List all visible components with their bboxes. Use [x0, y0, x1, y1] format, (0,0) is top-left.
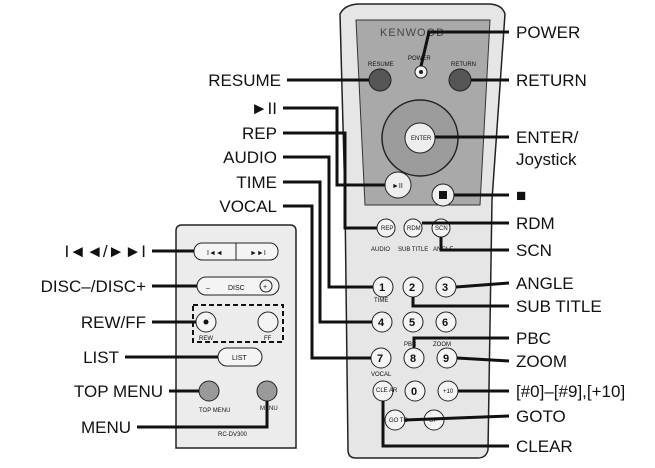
disc-plus-glyph: +: [263, 284, 267, 291]
number-key-label: 5: [409, 317, 415, 329]
number-key-label: 8: [410, 353, 416, 365]
goto-small-label: GO TO: [389, 418, 408, 424]
skip-back-icon: I◄◄: [207, 250, 223, 257]
number-key-label: 1: [379, 282, 385, 294]
up-small-label: UP: [429, 418, 437, 424]
disc-minus-icon: –: [206, 285, 210, 292]
number-key[interactable]: [404, 380, 426, 402]
resume-label: RESUME: [208, 71, 281, 90]
number-keypad: 1 2 3 4 5 6 7 8 9 0: [370, 276, 458, 402]
return-label: RETURN: [516, 71, 587, 90]
zoom-label: ZOOM: [516, 352, 567, 371]
audio-label: AUDIO: [223, 148, 277, 167]
rep-label: REP: [242, 124, 277, 143]
callout-labels: POWER RETURN RESUME ►II REP AUDIO TIME V…: [41, 23, 626, 456]
disc-label: DISC–/DISC+: [41, 277, 146, 296]
number-key-label: 0: [411, 386, 417, 398]
power-leader: [419, 30, 509, 67]
power-icon: [419, 70, 423, 74]
menu-button[interactable]: [256, 380, 278, 402]
play-pause-label: ►II: [251, 99, 277, 118]
menu-label: MENU: [81, 418, 131, 437]
number-key[interactable]: [402, 311, 424, 333]
list-small-label: LIST: [232, 355, 248, 362]
mini-remote: I◄◄ ►►I – DISC + REW FF LIST TOP MENU ME…: [175, 224, 297, 449]
menu-leader: [137, 401, 269, 429]
leader-lines: [125, 30, 510, 448]
power-small-label: POWER: [408, 56, 431, 62]
number-key-label: 7: [377, 353, 383, 365]
play-pause-icon: ►II: [392, 183, 403, 190]
rep-leader: [283, 131, 377, 230]
number-key-label: 2: [409, 282, 415, 294]
vocal-small-label: VOCAL: [371, 372, 392, 378]
clear-leader: [381, 401, 509, 448]
subtitle-leader: [411, 297, 509, 308]
power-label: POWER: [516, 23, 580, 42]
joystick-label: Joystick: [516, 150, 577, 169]
pbc-small-label: PBC: [404, 342, 417, 348]
top-menu-label: TOP MENU: [74, 382, 163, 401]
ff-button[interactable]: [257, 311, 279, 333]
scn-leader: [439, 237, 509, 252]
enter-small-label: ENTER: [411, 136, 432, 142]
skip-label: I◄◄/►►I: [65, 242, 146, 261]
scn-label: SCN: [516, 241, 552, 260]
clear-label: CLEAR: [516, 437, 573, 456]
vocal-leader: [283, 204, 371, 360]
rew-dot-icon: [203, 319, 209, 325]
goto-label: GOTO: [516, 407, 566, 426]
enter-label: ENTER/: [516, 128, 579, 147]
vocal-label: VOCAL: [219, 197, 277, 216]
ff-small-label: FF: [264, 336, 272, 342]
time-label: TIME: [236, 173, 277, 192]
zoom-leader: [456, 356, 510, 363]
rdm-label: RDM: [516, 214, 555, 233]
rep-small-label: REP: [381, 226, 393, 232]
angle-leader: [455, 281, 510, 289]
list-label: LIST: [83, 348, 119, 367]
return-button[interactable]: [448, 68, 472, 92]
audio-leader: [283, 155, 373, 289]
audio-small-label: AUDIO: [371, 247, 390, 253]
resume-button[interactable]: [368, 68, 392, 92]
menu-small-label: MENU: [260, 406, 278, 412]
plus10-small-label: +10: [443, 389, 454, 395]
top-menu-small-label: TOP MENU: [199, 408, 230, 414]
subtitle-small-label: SUB TITLE: [398, 247, 428, 253]
scn-small-label: SCN: [435, 226, 448, 232]
play-pause-leader: [283, 106, 385, 187]
pbc-label: PBC: [516, 329, 551, 348]
model-label: RC-DV300: [218, 432, 248, 438]
number-key-label: 4: [378, 317, 385, 329]
resume-small-label: RESUME: [368, 62, 394, 68]
top-menu-button[interactable]: [198, 380, 220, 402]
rew-ff-label: REW/FF: [81, 313, 146, 332]
numbers-label: [#0]–[#9],[+10]: [516, 382, 625, 401]
clear-small-label: CLE AR: [376, 388, 398, 394]
time-small-label: TIME: [374, 298, 388, 304]
main-remote: KENWOOD POWER RESUME RETURN ENTER ►II RE…: [339, 3, 506, 459]
rdm-button[interactable]: [403, 218, 423, 238]
time-leader: [283, 180, 372, 324]
number-key[interactable]: [435, 311, 457, 333]
number-key-label: 6: [442, 317, 448, 329]
zoom-small-label: ZOOM: [433, 342, 451, 348]
number-key-label: 9: [443, 353, 449, 365]
goto-leader: [404, 414, 510, 422]
skip-forward-icon: ►►I: [250, 250, 266, 257]
rew-small-label: REW: [199, 336, 213, 342]
pbc-leader: [412, 336, 509, 348]
disc-plus-icon: [259, 279, 273, 293]
angle-label: ANGLE: [516, 274, 574, 293]
stop-icon: [439, 191, 447, 199]
subtitle-label: SUB TITLE: [516, 297, 602, 316]
rdm-small-label: RDM: [407, 226, 421, 232]
disc-small-label: DISC: [228, 285, 245, 292]
stop-label: ■: [516, 186, 526, 205]
number-key-label: 3: [442, 282, 448, 294]
return-small-label: RETURN: [451, 62, 476, 68]
